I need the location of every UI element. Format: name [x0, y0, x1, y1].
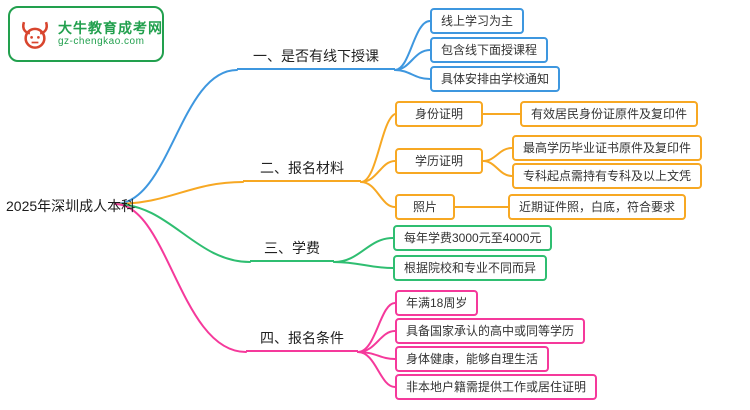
- node-photo: 照片: [395, 194, 455, 220]
- node-offline-courses: 包含线下面授课程: [430, 37, 549, 63]
- node-health-selfcare: 身体健康，能够自理生活: [395, 346, 550, 372]
- connector-root-branch4: [114, 203, 247, 353]
- logo-text: 大牛教育成考网 gz-chengkao.com: [58, 20, 163, 48]
- connector-branch1-child1: [394, 20, 431, 71]
- site-logo: 大牛教育成考网 gz-chengkao.com: [8, 6, 164, 62]
- node-highschool-equivalent: 具备国家承认的高中或同等学历: [395, 318, 586, 344]
- branch-offline-class: 一、是否有线下授课: [237, 47, 395, 70]
- connector-eduproof-detail1: [482, 147, 513, 162]
- node-diploma-original: 最高学历毕业证书原件及复印件: [512, 135, 703, 161]
- node-photo-requirements: 近期证件照，白底，符合要求: [508, 194, 687, 220]
- connector-branch3-child2: [333, 261, 394, 269]
- connector-branch2-idproof: [360, 113, 396, 183]
- node-college-diploma-required: 专科起点需持有专科及以上文凭: [512, 163, 703, 189]
- branch-tuition: 三、学费: [250, 239, 334, 262]
- bull-icon: [22, 21, 48, 49]
- connector-branch3-child1: [333, 237, 394, 263]
- connector-branch1-child3: [394, 69, 431, 80]
- logo-title: 大牛教育成考网: [58, 20, 163, 37]
- node-residence-proof: 非本地户籍需提供工作或居住证明: [395, 374, 598, 400]
- node-tuition-amount: 每年学费3000元至4000元: [393, 225, 553, 251]
- connector-branch2-eduproof: [360, 160, 396, 183]
- root-topic: 2025年深圳成人本科: [6, 198, 136, 214]
- node-online-learning: 线上学习为主: [430, 8, 525, 34]
- connector-branch4-child2: [357, 330, 396, 353]
- connector-root-branch2: [114, 181, 244, 205]
- branch-materials: 二、报名材料: [243, 159, 361, 182]
- node-age-18: 年满18周岁: [395, 290, 479, 316]
- connector-root-branch3: [114, 203, 251, 263]
- connector-branch2-photo: [360, 181, 396, 208]
- branch-requirements: 四、报名条件: [246, 329, 358, 352]
- node-tuition-varies: 根据院校和专业不同而异: [393, 255, 548, 281]
- node-id-proof-detail: 有效居民身份证原件及复印件: [520, 101, 699, 127]
- node-education-proof: 学历证明: [395, 148, 483, 174]
- node-id-proof: 身份证明: [395, 101, 483, 127]
- connector-branch4-child4: [357, 351, 396, 388]
- node-school-notice: 具体安排由学校通知: [430, 66, 561, 92]
- connector-eduproof-detail2: [482, 160, 513, 177]
- connector-branch4-child1: [357, 302, 396, 353]
- logo-subtitle: gz-chengkao.com: [58, 36, 145, 48]
- connector-root-branch1: [114, 69, 238, 205]
